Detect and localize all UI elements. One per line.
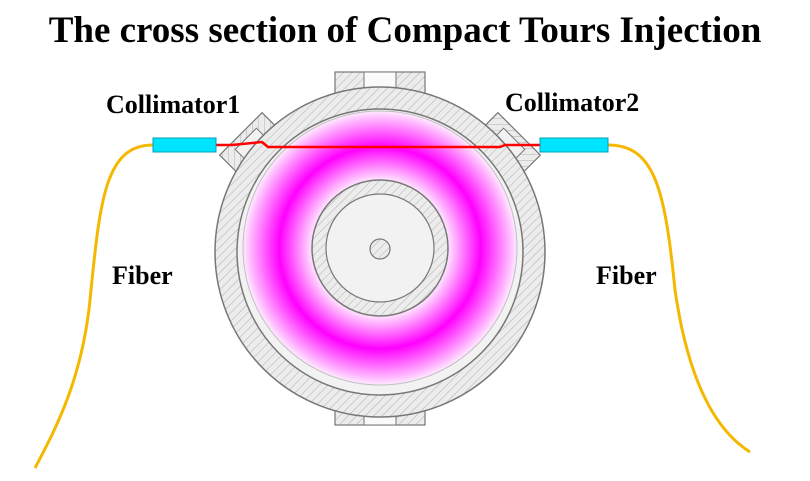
fiber-left-label: Fiber	[112, 261, 173, 290]
collimator1-label: Collimator1	[106, 90, 241, 119]
fiber-right-label: Fiber	[596, 261, 657, 290]
diagram-title: The cross section of Compact Tours Injec…	[48, 10, 762, 51]
collimator-left	[152, 137, 217, 153]
collimator2-label: Collimator2	[505, 88, 640, 117]
collimator-right	[539, 137, 609, 153]
laser-beam	[216, 140, 540, 149]
fiber-left	[33, 143, 154, 469]
fiber-right	[607, 143, 751, 454]
center-rod	[369, 238, 391, 260]
